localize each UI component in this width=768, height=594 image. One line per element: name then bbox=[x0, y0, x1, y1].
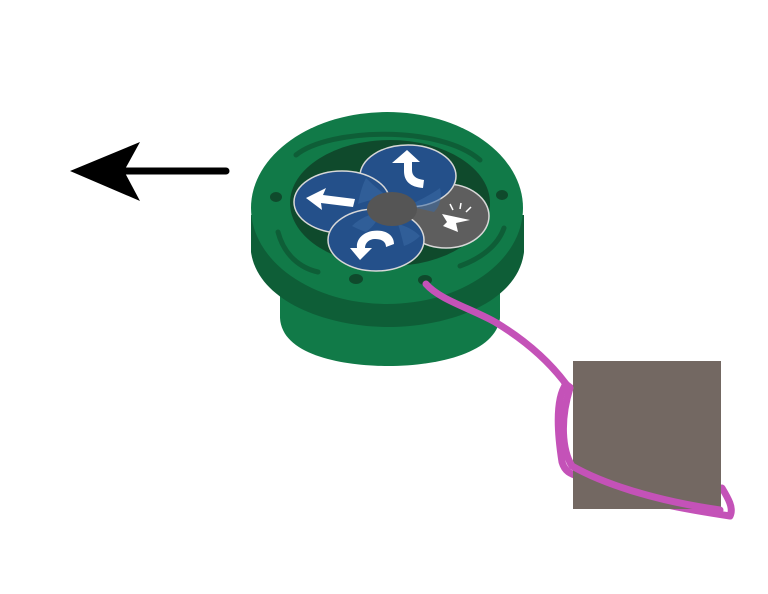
connection-cable bbox=[422, 280, 735, 520]
u-turn-icon bbox=[350, 230, 394, 260]
arrow-left-icon bbox=[306, 188, 355, 210]
turn-left-up-icon bbox=[392, 150, 424, 188]
rim-screw-holes bbox=[270, 190, 508, 285]
dial-hub bbox=[367, 192, 417, 226]
flash-icon bbox=[442, 202, 472, 232]
cable-over-box bbox=[560, 384, 724, 514]
selector-dial bbox=[251, 112, 524, 366]
direction-arrow bbox=[70, 142, 230, 201]
control-box bbox=[573, 361, 721, 509]
rim-slots bbox=[275, 131, 507, 275]
